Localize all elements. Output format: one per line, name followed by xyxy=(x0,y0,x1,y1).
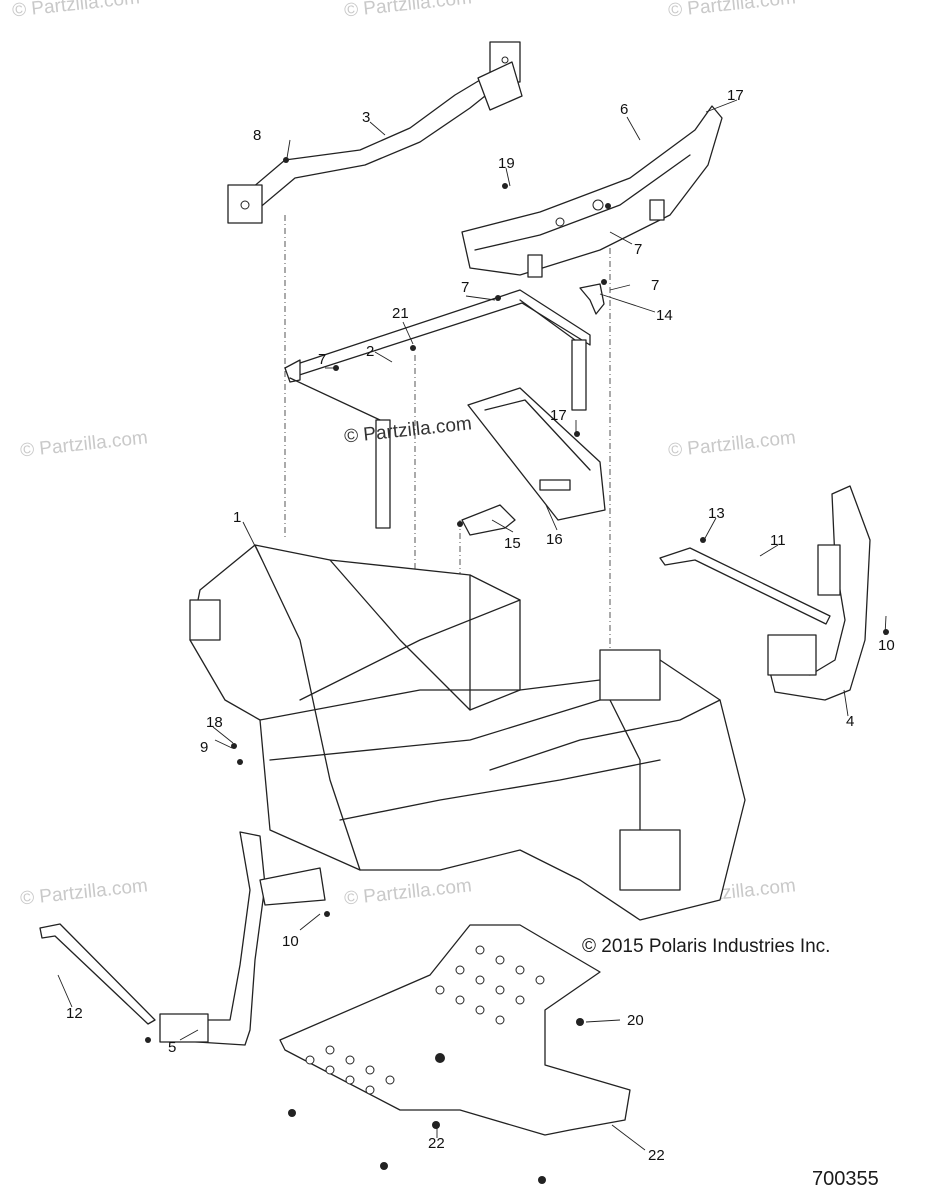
part-12-crossbar xyxy=(39,923,156,1025)
callout-10: 10 xyxy=(878,637,895,654)
callout-2: 2 xyxy=(366,343,374,360)
part-15-bracket xyxy=(461,504,516,536)
part-11-crossbar xyxy=(659,547,831,625)
callout-10: 10 xyxy=(282,933,299,950)
callout-4: 4 xyxy=(846,713,854,730)
callout-14: 14 xyxy=(656,307,673,324)
part-14-bracket xyxy=(579,283,605,315)
callout-8: 8 xyxy=(253,127,261,144)
callouts: 1 2 3 4 5 6 7 7 7 7 7 8 9 10 10 11 12 13… xyxy=(66,87,895,1164)
callout-6: 6 xyxy=(620,101,628,118)
part-3-upper-crossbar xyxy=(227,41,523,224)
callout-7: 7 xyxy=(634,241,642,258)
fasteners xyxy=(145,157,889,1043)
callout-20: 20 xyxy=(627,1012,644,1029)
callout-12: 12 xyxy=(66,1005,83,1022)
callout-3: 3 xyxy=(362,109,370,126)
callout-17: 17 xyxy=(727,87,744,104)
part-16-tray xyxy=(467,387,606,521)
leader-lines xyxy=(57,99,887,1151)
part-6-dash-panel xyxy=(461,105,723,278)
callout-11: 11 xyxy=(770,532,786,549)
part-1-main-frame xyxy=(189,544,746,921)
callout-7: 7 xyxy=(651,277,659,294)
callout-7: 7 xyxy=(318,351,326,368)
callout-22: 22 xyxy=(428,1135,445,1152)
copyright-notice: © 2015 Polaris Industries Inc. xyxy=(582,936,831,957)
callout-1: 1 xyxy=(233,509,241,526)
callout-9: 9 xyxy=(200,739,208,756)
skid-plate-holes xyxy=(305,945,545,1095)
callout-19: 19 xyxy=(498,155,515,172)
callout-7: 7 xyxy=(461,279,469,296)
drawing-number: 700355 xyxy=(812,1168,879,1190)
part-2-seat-frame xyxy=(284,289,591,529)
callout-18: 18 xyxy=(206,714,223,731)
skid-plate xyxy=(279,924,631,1184)
callout-13: 13 xyxy=(708,505,725,522)
callout-17: 17 xyxy=(550,407,567,424)
callout-15: 15 xyxy=(504,535,521,552)
callout-21: 21 xyxy=(392,305,409,322)
callout-5: 5 xyxy=(168,1039,176,1056)
part-4-right-frame xyxy=(767,485,871,701)
part-5-left-frame xyxy=(159,831,326,1046)
callout-22: 22 xyxy=(648,1147,665,1164)
callout-16: 16 xyxy=(546,531,563,548)
